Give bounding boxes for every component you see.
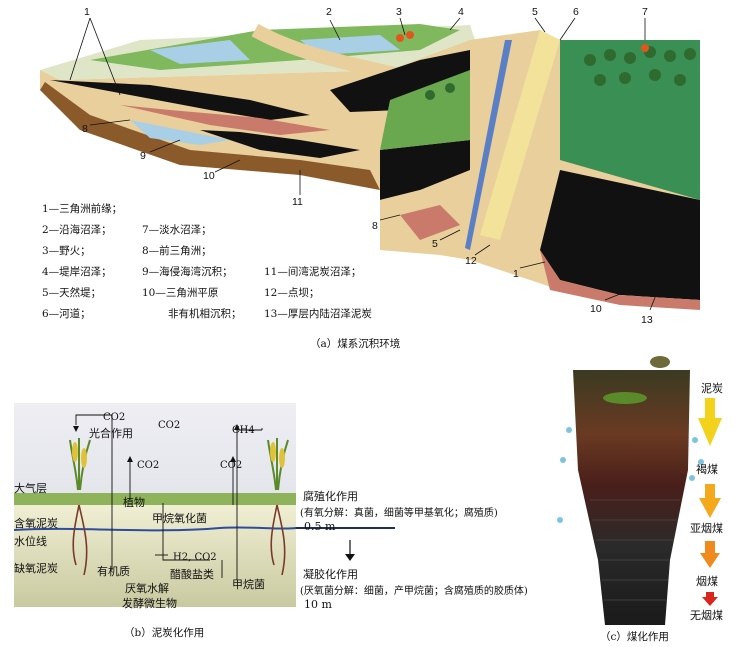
- callout-8a: 8: [82, 123, 88, 135]
- humification-label: 腐殖化作用: [303, 490, 358, 503]
- legend-10: 10—三角洲平原: [142, 287, 219, 299]
- stage-arrows: [698, 398, 722, 606]
- co2-top: CO2: [103, 412, 126, 423]
- legend-9: 9—海侵海湾沉积；: [142, 266, 233, 278]
- callout-6: 6: [573, 6, 579, 18]
- stage-anthracite: 无烟煤: [690, 609, 723, 622]
- callout-4: 4: [458, 6, 464, 18]
- h2co2-label: H2, CO2: [173, 552, 217, 563]
- legend-7: 7—淡水沼泽；: [142, 224, 212, 236]
- ch4-label: CH4: [232, 425, 255, 436]
- gelification-label: 凝胶化作用: [303, 568, 358, 581]
- legend-5: 5—天然堤；: [42, 287, 102, 299]
- organic-matter-label: 有机质: [97, 565, 130, 578]
- callout-2: 2: [326, 6, 332, 18]
- callout-13: 13: [641, 314, 653, 326]
- gelification-detail: (厌氧菌分解：细菌，产甲烷菌；含腐殖质的胶质体): [300, 586, 528, 597]
- callout-3: 3: [396, 6, 402, 18]
- callout-12: 12: [465, 255, 477, 267]
- anaerobic-label: 厌氧水解: [125, 582, 169, 595]
- panel-c-caption: （c）煤化作用: [600, 631, 669, 643]
- atmosphere-label: 大气层: [14, 482, 47, 495]
- anoxic-peat-label: 缺氧泥炭: [14, 562, 58, 575]
- callout-7: 7: [642, 6, 648, 18]
- legend-11: 11—间湾泥炭沼泽；: [264, 266, 362, 278]
- stage-lignite: 褐煤: [696, 463, 718, 476]
- stage-peat: 泥炭: [701, 382, 723, 395]
- legend-8: 8—前三角洲；: [142, 245, 212, 257]
- fermentative-label: 发酵微生物: [122, 597, 177, 610]
- panel-b-caption: （b）泥炭化作用: [124, 627, 205, 639]
- callout-11: 11: [292, 196, 303, 208]
- photosynthesis-label: 光合作用: [89, 427, 133, 440]
- callout-1b: 1: [513, 268, 519, 280]
- callout-1a: 1: [84, 6, 90, 18]
- legend-4: 4—堤岸沼泽；: [42, 266, 112, 278]
- legend-2: 2—沿海沼泽；: [42, 224, 112, 236]
- callout-9: 9: [140, 150, 146, 162]
- oxic-peat-label: 含氧泥炭: [14, 517, 58, 530]
- depth-10m: 10 m: [304, 598, 332, 611]
- acetate-label: 醋酸盐类: [170, 568, 214, 581]
- stage-subbituminous: 亚烟煤: [690, 522, 723, 535]
- panel-a-caption: （a）煤系沉积环境: [310, 338, 401, 350]
- legend-12: 12—点坝；: [264, 287, 320, 299]
- co2-right: CO2: [220, 460, 243, 471]
- methanotroph-label: 甲烷氧化菌: [152, 512, 207, 525]
- water-table-label: 水位线: [14, 535, 47, 548]
- legend-10b: 非有机相沉积；: [168, 308, 242, 320]
- humification-detail: (有氧分解：真菌，细菌等甲基氧化；腐殖质): [300, 508, 498, 519]
- callout-10a: 10: [203, 170, 215, 182]
- callout-8b: 8: [372, 220, 378, 232]
- legend-13: 13—厚层内陆沼泽泥炭: [264, 308, 372, 320]
- legend-3: 3—野火；: [42, 245, 91, 257]
- co2-mid: CO2: [158, 420, 181, 431]
- callout-5b: 5: [432, 238, 438, 250]
- callout-5a: 5: [532, 6, 538, 18]
- plants-label: 植物: [123, 496, 145, 509]
- callout-10b: 10: [590, 303, 602, 315]
- methanogen-label: 甲烷菌: [232, 578, 265, 591]
- co2-left: CO2: [137, 460, 160, 471]
- legend-6: 6—河道；: [42, 308, 91, 320]
- depth-05m: 0.5 m: [304, 520, 336, 533]
- legend-1: 1—三角洲前缘；: [42, 203, 123, 215]
- stage-bituminous: 烟煤: [696, 575, 718, 588]
